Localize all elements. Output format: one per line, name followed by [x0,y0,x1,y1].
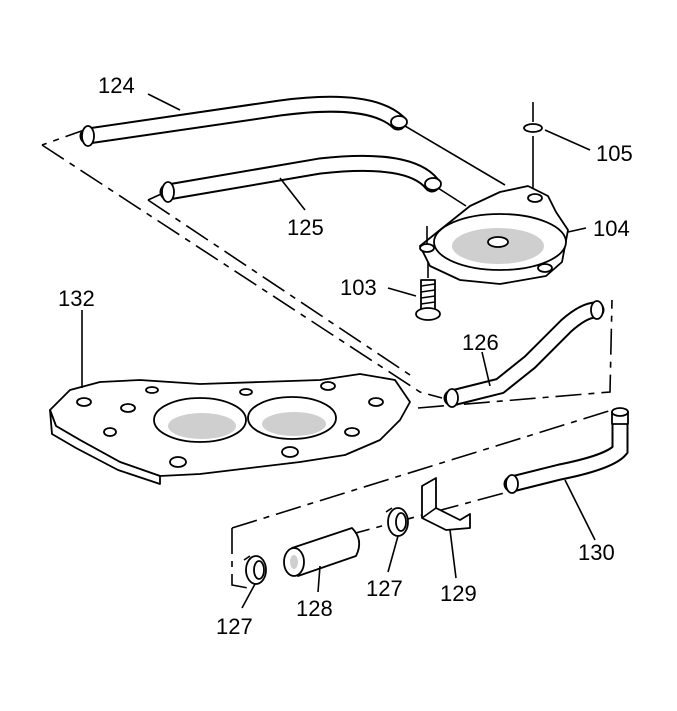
pin-105 [523,102,543,196]
plate-132 [49,373,411,485]
callout-127-right: 127 [366,576,403,601]
clamp-127-right [385,507,409,537]
callout-105: 105 [596,141,633,166]
callout-129: 129 [440,581,477,606]
callout-126: 126 [462,330,499,355]
callouts: 124 105 125 104 103 132 126 130 127 128 … [58,73,633,639]
sleeve-128 [283,527,361,577]
callout-124: 124 [98,73,135,98]
assembly-guide-lines [41,127,613,589]
housing-104 [419,185,569,285]
leader-lines [81,93,596,609]
callout-132: 132 [58,286,95,311]
clamp-127-left [243,555,267,585]
tube-126 [443,300,605,408]
callout-128: 128 [296,596,333,621]
hose-125 [159,154,467,207]
bolt-103 [415,262,441,321]
callout-130: 130 [578,540,615,565]
callout-104: 104 [593,216,630,241]
callout-125: 125 [287,215,324,240]
tube-130 [503,407,629,494]
callout-103: 103 [340,275,377,300]
bracket-129 [421,477,471,531]
callout-127-left: 127 [216,614,253,639]
hose-124 [79,95,506,186]
